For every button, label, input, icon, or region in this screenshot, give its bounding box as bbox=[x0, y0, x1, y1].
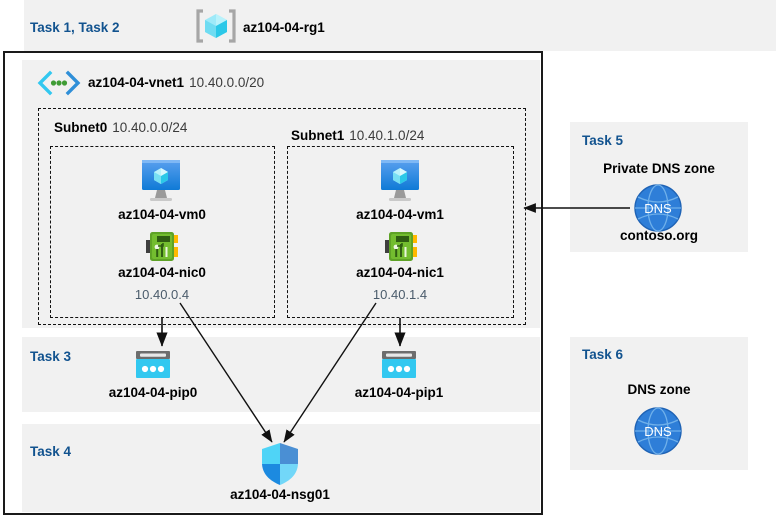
dns-zone-icon: DNS bbox=[632, 182, 684, 234]
resource-group-icon bbox=[196, 8, 236, 44]
dns-zone-icon: DNS bbox=[632, 405, 684, 457]
virtual-machine-icon bbox=[372, 157, 428, 203]
pip1-name: az104-04-pip1 bbox=[354, 385, 444, 400]
pip0-name: az104-04-pip0 bbox=[108, 385, 198, 400]
vnet-name-and-address: az104-04-vnet1 10.40.0.0/20 bbox=[88, 75, 264, 90]
subnet1-name: Subnet1 bbox=[291, 128, 345, 143]
subnet0-box bbox=[50, 146, 275, 318]
nic0-private-ip: 10.40.0.4 bbox=[134, 287, 190, 302]
task-label-1-2: Task 1, Task 2 bbox=[30, 20, 120, 35]
dns-icon-text: DNS bbox=[644, 201, 672, 216]
nsg-name: az104-04-nsg01 bbox=[230, 487, 330, 502]
resource-group-name: az104-04-rg1 bbox=[243, 20, 325, 35]
task-label-6: Task 6 bbox=[582, 347, 624, 362]
subnet1-header: Subnet1 10.40.1.0/24 bbox=[291, 128, 424, 143]
task-label-5: Task 5 bbox=[582, 133, 624, 148]
network-security-group-icon bbox=[257, 441, 303, 487]
public-ip-address-icon bbox=[379, 349, 419, 381]
subnet0-address-prefix: 10.40.0.0/24 bbox=[112, 120, 188, 135]
network-interface-icon bbox=[144, 230, 180, 264]
subnets-container bbox=[38, 108, 526, 325]
vm1-name: az104-04-vm1 bbox=[356, 207, 444, 222]
task3-panel bbox=[22, 337, 540, 412]
virtual-network-panel bbox=[22, 60, 540, 328]
network-interface-icon bbox=[383, 230, 419, 264]
nic1-name: az104-04-nic1 bbox=[356, 265, 444, 280]
nic0-name: az104-04-nic0 bbox=[118, 265, 206, 280]
vnet-name: az104-04-vnet1 bbox=[88, 75, 185, 90]
public-ip-address-icon bbox=[133, 349, 173, 381]
nic1-private-ip: 10.40.1.4 bbox=[372, 287, 428, 302]
vm0-name: az104-04-vm0 bbox=[118, 207, 206, 222]
dns-zone-heading: DNS zone bbox=[627, 382, 691, 397]
task-label-3: Task 3 bbox=[30, 349, 72, 364]
subnet0-header: Subnet0 10.40.0.0/24 bbox=[54, 120, 187, 135]
resource-group-header-band bbox=[24, 0, 776, 51]
private-dns-zone-heading: Private DNS zone bbox=[603, 161, 715, 176]
private-dns-zone-name: contoso.org bbox=[620, 228, 698, 243]
subnet0-name: Subnet0 bbox=[54, 120, 108, 135]
task-label-4: Task 4 bbox=[30, 444, 72, 459]
virtual-network-icon bbox=[36, 70, 82, 96]
vnet-address-space: 10.40.0.0/20 bbox=[189, 75, 265, 90]
virtual-machine-icon bbox=[133, 157, 189, 203]
subnet1-address-prefix: 10.40.1.0/24 bbox=[349, 128, 425, 143]
subnet1-box bbox=[287, 146, 514, 318]
dns-icon-text: DNS bbox=[644, 424, 672, 439]
